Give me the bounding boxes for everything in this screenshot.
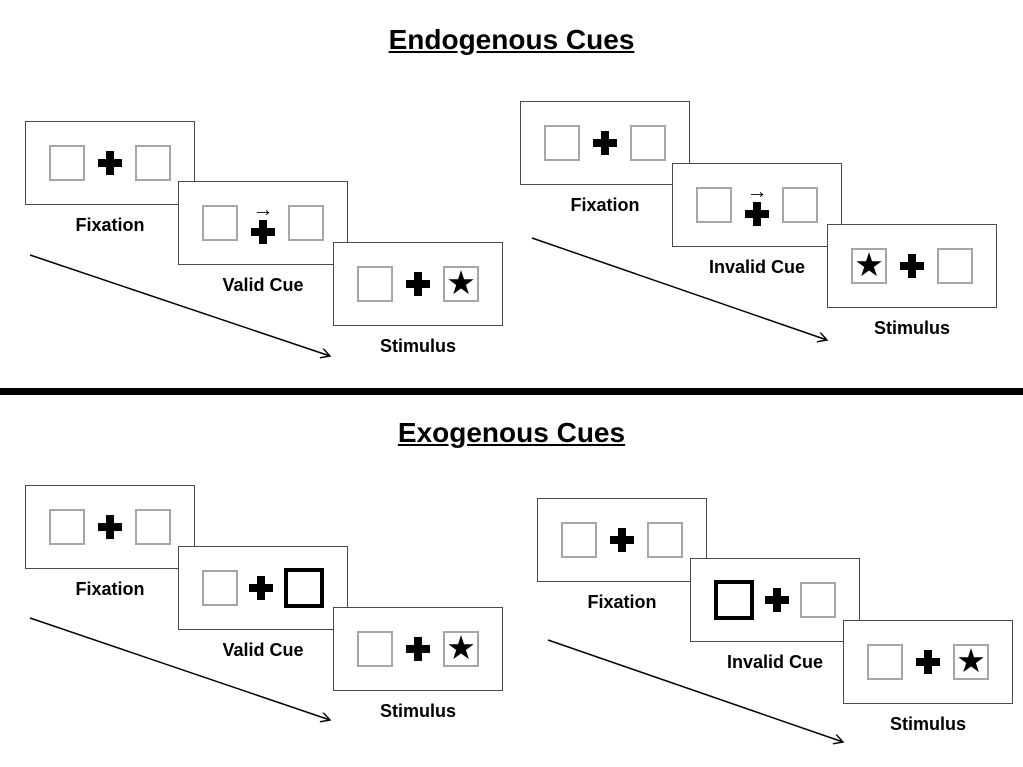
panel-label: Fixation — [587, 592, 657, 612]
fixation-cross-icon — [765, 588, 789, 612]
target-box: ★ — [851, 248, 887, 284]
fixation-cross-icon — [98, 515, 122, 539]
placeholder-box — [135, 145, 171, 181]
placeholder-box — [782, 187, 818, 223]
placeholder-box — [49, 509, 85, 545]
target-box: ★ — [443, 631, 479, 667]
placeholder-box — [357, 631, 393, 667]
placeholder-box — [937, 248, 973, 284]
fixation-cross-icon — [406, 637, 430, 661]
cue-cross-stack: → — [745, 179, 769, 226]
fixation-cross-icon — [610, 528, 634, 552]
stimulus-panel: ★ — [843, 620, 1013, 704]
panel-label: Stimulus — [379, 336, 456, 356]
target-star-icon: ★ — [854, 245, 884, 283]
placeholder-box — [357, 266, 393, 302]
target-star-icon: ★ — [956, 641, 986, 679]
fixation-cross-icon — [98, 151, 122, 175]
target-star-icon: ★ — [446, 628, 476, 666]
panel-label: Stimulus — [379, 701, 456, 721]
cue-cross-stack: → — [251, 197, 275, 244]
fixation-cross-icon — [593, 131, 617, 155]
fixation-cross-icon — [406, 272, 430, 296]
fixation-card: Fixation — [520, 101, 690, 216]
highlighted-cue-box — [284, 568, 324, 608]
placeholder-box — [135, 509, 171, 545]
panel-label: Stimulus — [889, 714, 966, 734]
invalid-cue-panel: → — [672, 163, 842, 247]
panel-label: Valid Cue — [222, 640, 304, 660]
stimulus-panel: ★ — [333, 242, 503, 326]
invalid-cue-card: Invalid Cue — [690, 558, 860, 673]
fixation-cross-icon — [251, 219, 275, 244]
invalid-cue-card: → Invalid Cue — [672, 163, 842, 278]
cue-right-arrow-icon: → — [252, 197, 274, 221]
invalid-cue-panel — [690, 558, 860, 642]
fixation-cross-icon — [916, 650, 940, 674]
panel-label: Valid Cue — [222, 275, 304, 295]
fixation-card: Fixation — [25, 485, 195, 600]
stimulus-card: ★ Stimulus — [843, 620, 1013, 735]
exogenous-section-title: Exogenous Cues — [397, 417, 626, 448]
stimulus-card: ★ Stimulus — [333, 607, 503, 722]
fixation-cross-icon — [900, 254, 924, 278]
panel-label: Stimulus — [873, 318, 950, 338]
valid-cue-panel: → — [178, 181, 348, 265]
panel-label: Fixation — [570, 195, 640, 215]
panel-label: Invalid Cue — [708, 257, 806, 277]
panel-label: Fixation — [75, 579, 145, 599]
target-box: ★ — [443, 266, 479, 302]
target-star-icon: ★ — [446, 263, 476, 301]
stimulus-card: ★ Stimulus — [333, 242, 503, 357]
placeholder-box — [647, 522, 683, 558]
fixation-cross-icon — [249, 576, 273, 600]
fixation-card: Fixation — [537, 498, 707, 613]
placeholder-box — [630, 125, 666, 161]
placeholder-box — [202, 205, 238, 241]
valid-cue-card: Valid Cue — [178, 546, 348, 661]
fixation-panel — [25, 121, 195, 205]
target-box: ★ — [953, 644, 989, 680]
fixation-panel — [25, 485, 195, 569]
stimulus-panel: ★ — [827, 224, 997, 308]
placeholder-box — [202, 570, 238, 606]
placeholder-box — [867, 644, 903, 680]
highlighted-cue-box — [714, 580, 754, 620]
placeholder-box — [49, 145, 85, 181]
stimulus-card: ★ Stimulus — [827, 224, 997, 339]
fixation-card: Fixation — [25, 121, 195, 236]
panel-label: Invalid Cue — [726, 652, 824, 672]
placeholder-box — [544, 125, 580, 161]
stimulus-panel: ★ — [333, 607, 503, 691]
cue-right-arrow-icon: → — [746, 179, 768, 203]
valid-cue-panel — [178, 546, 348, 630]
placeholder-box — [561, 522, 597, 558]
fixation-panel — [537, 498, 707, 582]
valid-cue-card: → Valid Cue — [178, 181, 348, 296]
placeholder-box — [696, 187, 732, 223]
fixation-panel — [520, 101, 690, 185]
panel-label: Fixation — [75, 215, 145, 235]
placeholder-box — [288, 205, 324, 241]
placeholder-box — [800, 582, 836, 618]
fixation-cross-icon — [745, 201, 769, 226]
endogenous-section-title: Endogenous Cues — [388, 24, 635, 55]
section-divider — [0, 388, 1023, 395]
